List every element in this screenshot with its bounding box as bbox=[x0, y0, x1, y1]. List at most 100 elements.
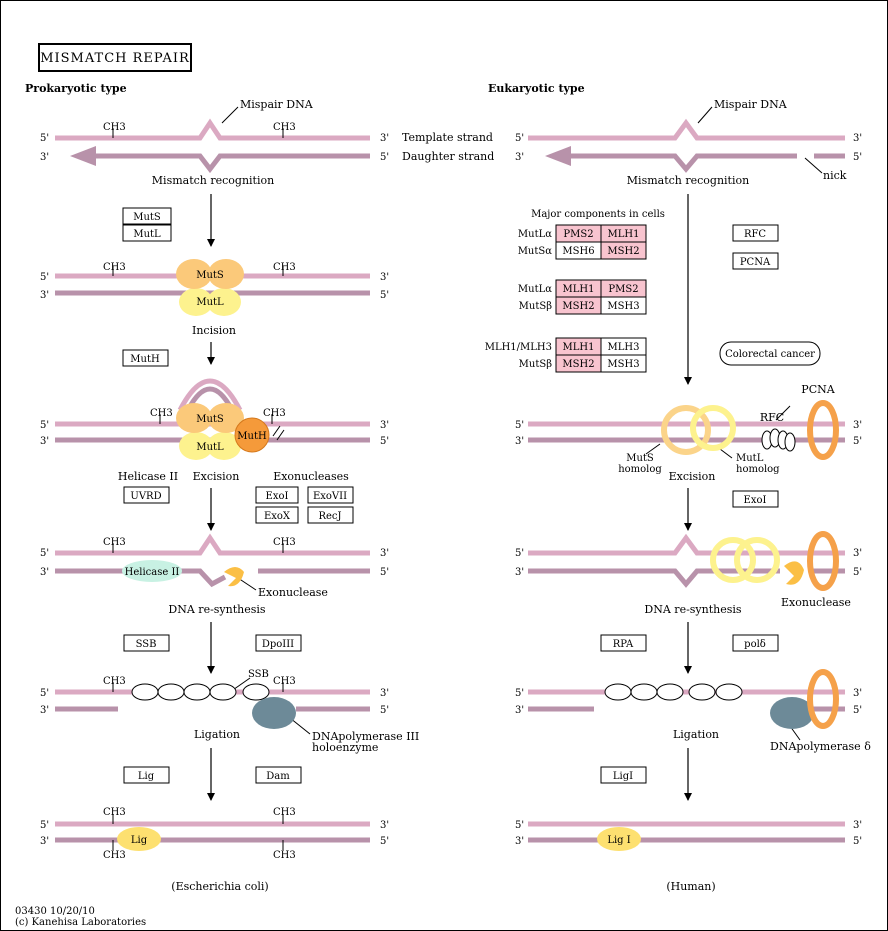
component-cell[interactable]: MLH3 bbox=[600, 337, 647, 356]
prok-r2-mutl-complex: MutL bbox=[179, 288, 241, 316]
prok-exonuclease-shape bbox=[224, 567, 244, 587]
svg-text:MutL: MutL bbox=[133, 229, 161, 240]
exoi-gene-box[interactable]: ExoI bbox=[255, 486, 299, 504]
prok-r6-5prime-top: 5' bbox=[40, 820, 49, 831]
svg-text:MutLα: MutLα bbox=[518, 284, 552, 295]
prok-r1-ch3-right: CH3 bbox=[273, 122, 296, 133]
prok-r1-3prime-bottom: 3' bbox=[40, 152, 49, 163]
euk-r4-mutl-ring bbox=[710, 537, 756, 583]
prok-lig-enzyme: Lig bbox=[117, 827, 161, 851]
prok-r6-3prime-top: 3' bbox=[380, 820, 389, 831]
svg-text:RFC: RFC bbox=[744, 229, 766, 240]
prok-r5-5prime-top: 5' bbox=[40, 688, 49, 699]
svg-text:Lig I: Lig I bbox=[607, 835, 630, 846]
svg-text:Helicase II: Helicase II bbox=[125, 567, 180, 578]
template-strand-label: Template strand bbox=[402, 131, 493, 144]
component-cell-label: PMS2 bbox=[563, 229, 593, 240]
prok-r2-muts-complex: MutS bbox=[176, 259, 244, 289]
prok-r5-ch3-right: CH3 bbox=[273, 676, 296, 687]
component-cell[interactable]: PMS2 bbox=[555, 224, 602, 243]
prok-muts-gene-box[interactable]: MutS bbox=[122, 207, 172, 225]
component-cell-label: MLH1 bbox=[563, 342, 595, 353]
rfc-gene-box[interactable]: RFC bbox=[732, 224, 779, 242]
ssb-gene-box[interactable]: SSB bbox=[123, 634, 170, 652]
component-cell-label: MLH1 bbox=[563, 284, 595, 295]
helicase-ii-label: Helicase II bbox=[118, 470, 178, 483]
component-cell[interactable]: MSH2 bbox=[555, 296, 602, 315]
euk-muts-homolog-ring bbox=[661, 405, 711, 455]
footer-copyright: (c) Kanehisa Laboratories bbox=[15, 917, 146, 928]
dam-gene-box[interactable]: Dam bbox=[255, 766, 302, 784]
component-cell[interactable]: MLH1 bbox=[600, 224, 647, 243]
prok-mutl-gene-box[interactable]: MutL bbox=[122, 224, 172, 242]
euk-dna-resynthesis-label: DNA re-synthesis bbox=[644, 603, 741, 616]
prok-r4-ch3-right: CH3 bbox=[273, 537, 296, 548]
exox-gene-box[interactable]: ExoX bbox=[255, 506, 299, 524]
svg-text:MutS: MutS bbox=[133, 212, 161, 223]
ligi-gene-box[interactable]: LigI bbox=[600, 766, 647, 784]
prok-r5-3prime-top: 3' bbox=[380, 688, 389, 699]
svg-text:MutL: MutL bbox=[196, 297, 224, 308]
svg-text:MutSβ: MutSβ bbox=[519, 301, 553, 312]
svg-text:ExoI: ExoI bbox=[744, 495, 767, 506]
prok-muth-gene-box[interactable]: MutH bbox=[122, 349, 169, 367]
uvrd-gene-box[interactable]: UVRD bbox=[123, 486, 170, 504]
component-cell[interactable]: MLH1 bbox=[555, 279, 602, 298]
prok-r6-ch3-top-left: CH3 bbox=[103, 807, 126, 818]
component-cell[interactable]: MSH3 bbox=[600, 296, 647, 315]
prok-row1-dna bbox=[55, 106, 370, 174]
lig-gene-box[interactable]: Lig bbox=[123, 766, 170, 784]
pcna-gene-box[interactable]: PCNA bbox=[732, 252, 779, 270]
component-cell[interactable]: MLH1 bbox=[555, 337, 602, 356]
euk-r4-mutl-ring-2 bbox=[734, 537, 780, 583]
euk-rfc-complex bbox=[761, 428, 796, 452]
prok-polymerase-label-1: DNApolymerase III bbox=[312, 730, 419, 743]
euk-r1-5prime-bottom: 5' bbox=[853, 152, 862, 163]
exovii-gene-box[interactable]: ExoVII bbox=[307, 486, 354, 504]
component-cell-label: MSH3 bbox=[607, 359, 639, 370]
svg-text:MutH: MutH bbox=[237, 431, 267, 442]
prok-r6-5prime-bottom: 5' bbox=[380, 836, 389, 847]
page-title: MISMATCH REPAIR bbox=[40, 51, 190, 66]
euk-r1-5prime-top: 5' bbox=[515, 133, 524, 144]
prok-ssb-chain bbox=[131, 683, 270, 701]
euk-exoi-gene-box[interactable]: ExoI bbox=[732, 490, 779, 508]
svg-text:MutLα: MutLα bbox=[518, 229, 552, 240]
pold-gene-box[interactable]: polδ bbox=[732, 634, 779, 652]
mutl-homolog-label-1: MutL bbox=[736, 453, 764, 464]
prok-r1-5prime-top: 5' bbox=[40, 133, 49, 144]
prok-r2-3prime-bottom: 3' bbox=[40, 290, 49, 301]
euk-r3-3prime-bottom: 3' bbox=[515, 436, 524, 447]
component-cell-label: MSH2 bbox=[562, 359, 594, 370]
title-box[interactable]: MISMATCH REPAIR bbox=[38, 43, 192, 72]
svg-text:RecJ: RecJ bbox=[318, 511, 341, 522]
component-cell[interactable]: MSH2 bbox=[600, 241, 647, 260]
dpoiii-gene-box[interactable]: DpoIII bbox=[255, 634, 302, 652]
euk-lig-i-enzyme: Lig I bbox=[597, 827, 641, 851]
euk-r6-3prime-bottom: 3' bbox=[515, 836, 524, 847]
euk-row4-dna bbox=[528, 533, 845, 588]
component-cell[interactable]: MSH6 bbox=[555, 241, 602, 260]
rpa-gene-box[interactable]: RPA bbox=[600, 634, 647, 652]
euk-pcna-label: PCNA bbox=[801, 383, 835, 396]
svg-text:MutH: MutH bbox=[130, 354, 160, 365]
svg-text:ExoX: ExoX bbox=[264, 511, 291, 522]
prok-r3-3prime-bottom: 3' bbox=[40, 436, 49, 447]
component-cell-label: PMS2 bbox=[608, 284, 638, 295]
euk-r6-5prime-top: 5' bbox=[515, 820, 524, 831]
recj-gene-box[interactable]: RecJ bbox=[307, 506, 354, 524]
euk-r1-3prime-bottom: 3' bbox=[515, 152, 524, 163]
euk-r4-3prime-top: 3' bbox=[853, 548, 862, 559]
prok-row6-dna bbox=[55, 814, 370, 850]
svg-text:UVRD: UVRD bbox=[130, 491, 161, 502]
component-cell[interactable]: MSH2 bbox=[555, 354, 602, 373]
colorectal-cancer-box[interactable]: Colorectal cancer bbox=[719, 341, 821, 366]
prok-r6-ch3-bottom-left: CH3 bbox=[103, 850, 126, 861]
component-cell[interactable]: PMS2 bbox=[600, 279, 647, 298]
svg-text:MutL: MutL bbox=[196, 442, 224, 453]
helicase-ii-enzyme: Helicase II bbox=[122, 560, 182, 582]
nick-label: nick bbox=[823, 169, 847, 182]
svg-text:SSB: SSB bbox=[136, 639, 157, 650]
component-cell[interactable]: MSH3 bbox=[600, 354, 647, 373]
